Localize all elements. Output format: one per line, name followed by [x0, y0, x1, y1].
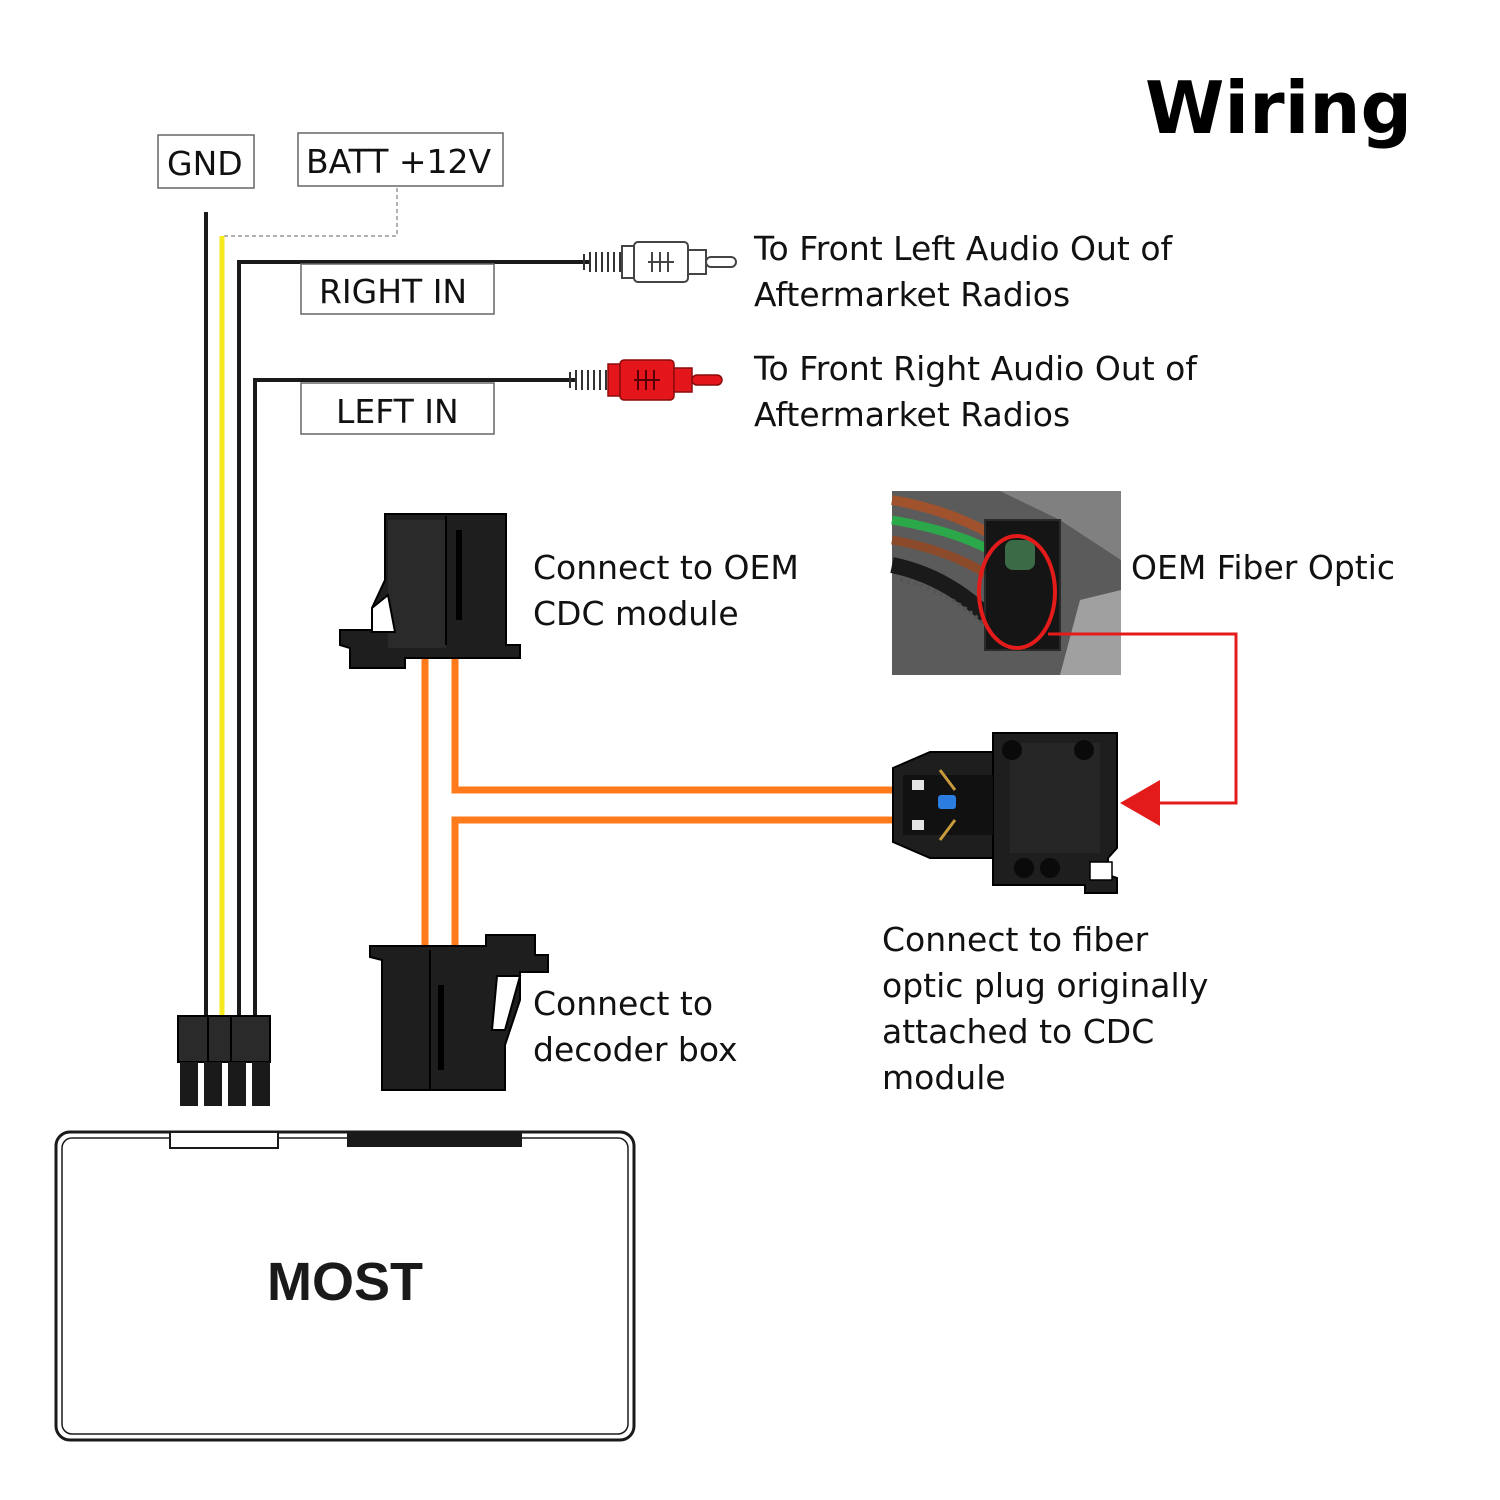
gnd-label-box: GND — [157, 134, 255, 189]
most-label: MOST — [267, 1252, 423, 1312]
decoder-box-connector — [369, 934, 549, 1091]
right-in-label: RIGHT IN — [319, 272, 467, 311]
front-left-note-line: Aftermarket Radios — [754, 275, 1070, 314]
callout-arrow — [1048, 632, 1238, 826]
left-in-label: LEFT IN — [336, 392, 459, 431]
gnd-label: GND — [167, 144, 243, 183]
front-right-note-line: To Front Right Audio Out of — [753, 349, 1198, 388]
oem-fiber-optic-photo — [890, 491, 1121, 675]
front-left-note: To Front Left Audio Out of Aftermarket R… — [753, 229, 1183, 314]
fiber-plug-connector — [892, 732, 1118, 894]
front-right-note-line: Aftermarket Radios — [754, 395, 1070, 434]
front-right-note: To Front Right Audio Out of Aftermarket … — [753, 349, 1208, 434]
batt-leader-line — [222, 188, 398, 237]
front-left-note-line: To Front Left Audio Out of — [753, 229, 1174, 268]
fiber-plug-note-line: module — [882, 1058, 1006, 1097]
harness-plug — [177, 1015, 271, 1106]
decoder-note: Connect to decoder box — [533, 984, 738, 1069]
fiber-cables — [421, 655, 895, 948]
fiber-plug-note: Connect to fiber optic plug originally a… — [882, 920, 1219, 1097]
oem-cdc-note: Connect to OEM CDC module — [533, 548, 809, 633]
right-in-wire — [237, 260, 590, 1020]
batt-label: BATT +12V — [306, 142, 492, 181]
oem-cdc-note-line: CDC module — [533, 594, 739, 633]
fiber-plug-note-line: attached to CDC — [882, 1012, 1154, 1051]
rca-plug-red — [569, 359, 723, 401]
oem-cdc-connector — [339, 513, 521, 669]
oem-fiber-optic-label: OEM Fiber Optic — [1131, 548, 1395, 587]
decoder-note-line: Connect to — [533, 984, 713, 1023]
batt-label-box: BATT +12V — [297, 132, 504, 187]
right-in-label-box: RIGHT IN — [300, 263, 495, 315]
decoder-note-line: decoder box — [533, 1030, 738, 1069]
diagram-title: Wiring — [1145, 66, 1412, 150]
fiber-plug-note-line: optic plug originally — [882, 966, 1208, 1005]
left-in-wire — [253, 378, 575, 1020]
fiber-plug-note-line: Connect to fiber — [882, 920, 1149, 959]
oem-cdc-note-line: Connect to OEM — [533, 548, 799, 587]
rca-plug-white — [583, 241, 737, 283]
most-module: MOST — [54, 1130, 636, 1442]
left-in-label-box: LEFT IN — [300, 382, 495, 435]
